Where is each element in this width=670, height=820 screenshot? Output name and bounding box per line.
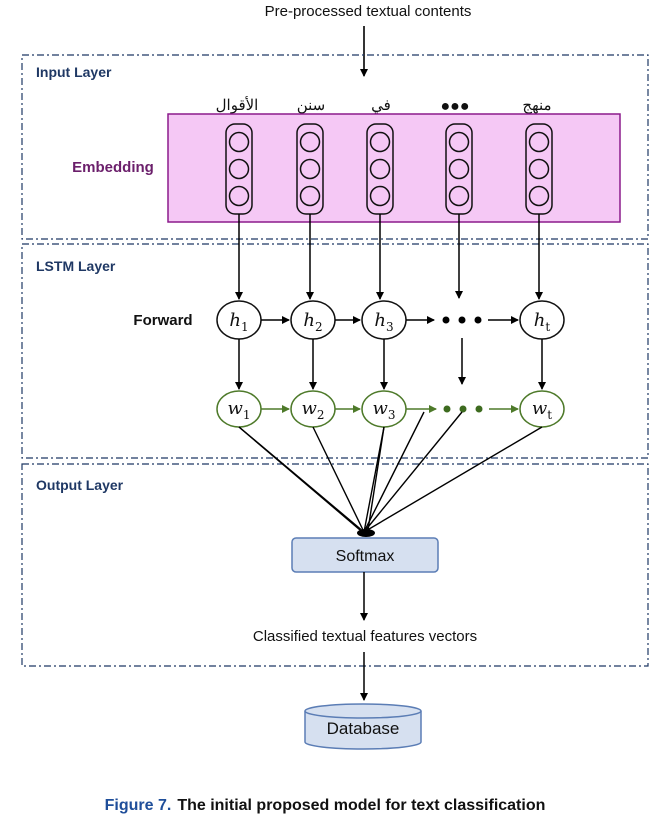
output-layer-box bbox=[21, 463, 649, 667]
hidden-node-ht: ht bbox=[519, 300, 565, 340]
token-2: سنن bbox=[297, 97, 326, 114]
softmax-box bbox=[291, 537, 439, 573]
hidden-node-h3: h3 bbox=[361, 300, 407, 340]
svg-text:h3: h3 bbox=[374, 310, 393, 334]
database-cylinder bbox=[304, 703, 422, 750]
database-label: Database bbox=[327, 719, 400, 738]
lstm-layer-box bbox=[21, 243, 649, 459]
embedding-vector-1 bbox=[225, 123, 253, 215]
hidden-node-h1: h1 bbox=[216, 300, 262, 340]
svg-text:w3: w3 bbox=[372, 398, 395, 422]
classified-text: Classified textual features vectors bbox=[253, 628, 477, 645]
caption-text: The initial proposed model for text clas… bbox=[177, 797, 545, 814]
hidden-node-h2: h2 bbox=[290, 300, 336, 340]
svg-text:ht: ht bbox=[534, 310, 551, 334]
token-4: ●●● bbox=[441, 98, 470, 115]
softmax-label: Softmax bbox=[336, 548, 395, 565]
svg-text:h1: h1 bbox=[229, 310, 248, 334]
svg-text:wt: wt bbox=[532, 398, 552, 422]
hidden-ellipsis-dots bbox=[442, 316, 482, 324]
word-node-w3: w3 bbox=[361, 390, 407, 428]
embedding-vector-2 bbox=[296, 123, 324, 215]
word-node-wt: wt bbox=[519, 390, 565, 428]
embedding-vector-5 bbox=[525, 123, 553, 215]
token-5: منهج bbox=[522, 97, 551, 114]
lstm-layer-label: LSTM Layer bbox=[36, 258, 116, 274]
figure-caption: Figure 7. The initial proposed model for … bbox=[105, 797, 546, 814]
svg-text:h2: h2 bbox=[303, 310, 322, 334]
caption-prefix: Figure 7. bbox=[105, 797, 172, 814]
word-ellipsis-dots bbox=[443, 405, 483, 413]
embedding-vector-4 bbox=[445, 123, 473, 215]
embedding-label: Embedding bbox=[72, 159, 154, 176]
svg-text:w1: w1 bbox=[227, 398, 250, 422]
svg-text:w2: w2 bbox=[301, 398, 324, 422]
embedding-vector-3 bbox=[366, 123, 394, 215]
converging-lines bbox=[238, 411, 543, 533]
word-node-w2: w2 bbox=[290, 390, 336, 428]
forward-label: Forward bbox=[133, 312, 192, 329]
output-layer-label: Output Layer bbox=[36, 477, 124, 493]
token-3: في bbox=[371, 97, 391, 114]
header-text: Pre-processed textual contents bbox=[265, 3, 472, 20]
token-1: الأقوال bbox=[216, 96, 259, 114]
convergence-point bbox=[357, 529, 375, 537]
word-node-w1: w1 bbox=[216, 390, 262, 428]
input-layer-label: Input Layer bbox=[36, 64, 112, 80]
